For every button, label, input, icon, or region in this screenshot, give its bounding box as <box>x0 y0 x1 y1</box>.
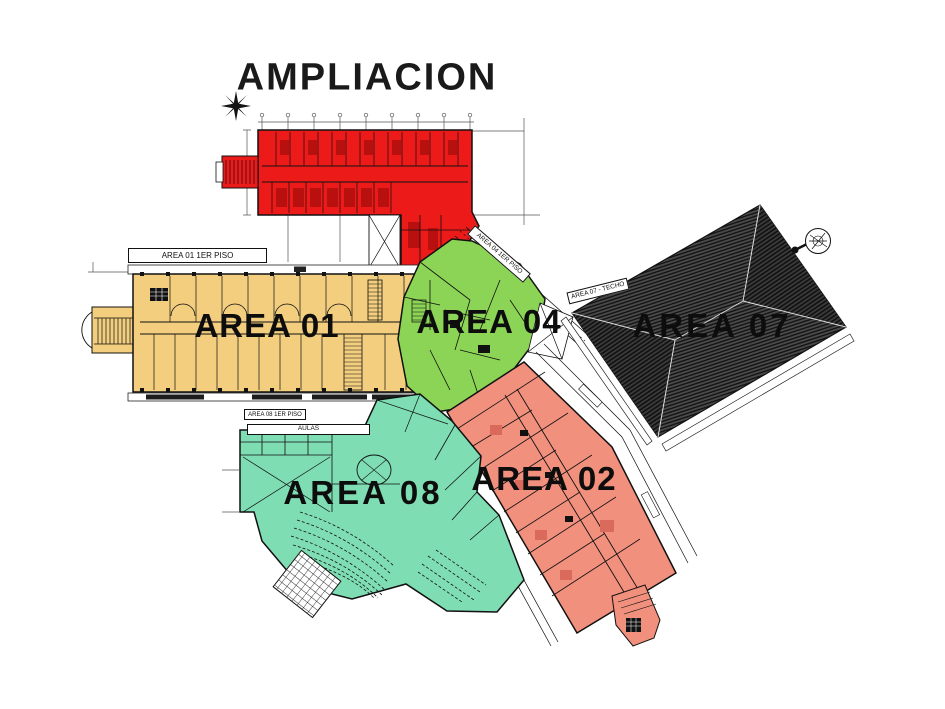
area02-stair-tail <box>611 584 661 647</box>
auditorium-seating <box>290 511 487 603</box>
area04-label: AREA 04 <box>416 303 562 340</box>
roof-detail-bubble <box>791 228 831 254</box>
area08-aulas-banner: AULAS <box>247 424 370 435</box>
area08-hatched-canopy <box>272 549 342 619</box>
area08-label: AREA 08 <box>283 474 443 511</box>
area02-edge-tag <box>578 383 603 408</box>
area08-floor-banner: AREA 08 1ER PISO <box>244 409 306 420</box>
area01-floor-banner: AREA 01 1ER PISO <box>128 248 267 263</box>
area02-edge-tag <box>640 491 661 519</box>
north-arrow-icon <box>221 91 251 121</box>
area01-room-label-bars <box>146 394 416 400</box>
area07-label: AREA 07 <box>632 307 792 344</box>
area02-building <box>428 343 698 647</box>
roof-ridge-lines <box>571 204 847 438</box>
page-title: AMPLIACION <box>236 56 498 99</box>
area01-building <box>81 264 425 402</box>
area01-label: AREA 01 <box>194 307 340 344</box>
area02-label: AREA 02 <box>471 460 617 497</box>
area07-roof <box>560 204 855 452</box>
area04-building <box>397 226 591 413</box>
area08-building <box>222 393 525 619</box>
